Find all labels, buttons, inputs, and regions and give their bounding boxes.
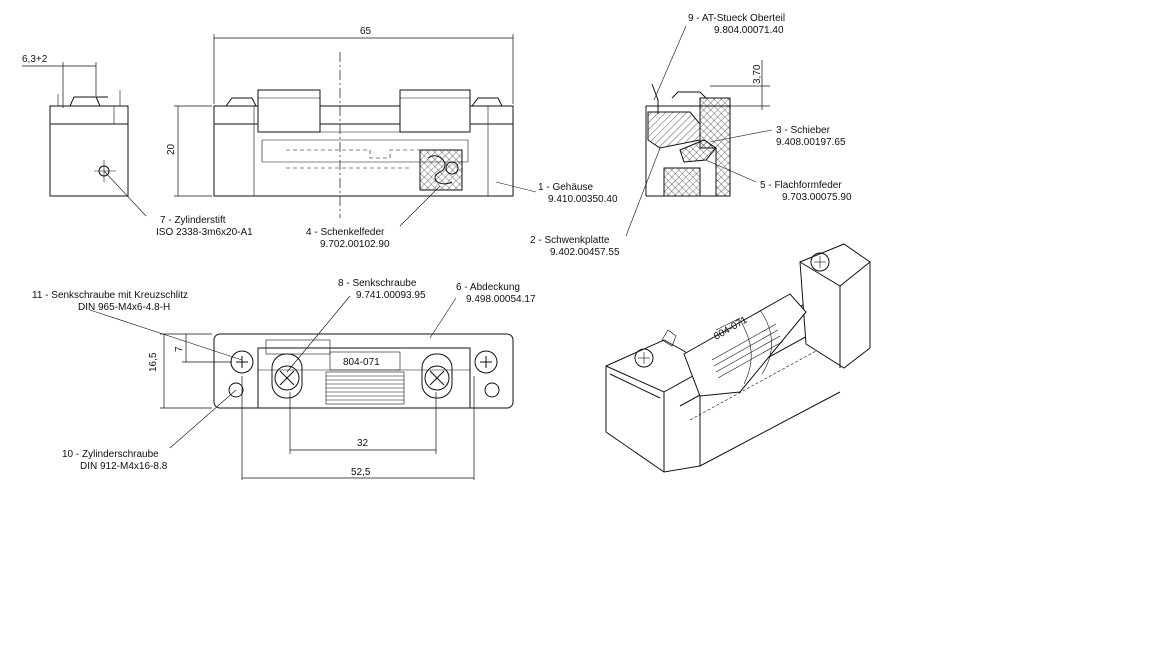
part-labels: 1 - Gehäuse 9.410.00350.40 2 - Schwenkpl… (32, 13, 852, 472)
part-1-name: 1 - Gehäuse (538, 182, 593, 193)
part-6-code: 9.498.00054.17 (466, 294, 536, 305)
part-8-code: 9.741.00093.95 (356, 290, 426, 301)
plate-label: 804-071 (343, 357, 380, 368)
part-4-name: 4 - Schenkelfeder (306, 227, 385, 238)
dim-side-offset: 6,3+2 (22, 54, 48, 65)
part-3-code: 9.408.00197.65 (776, 137, 846, 148)
part-10-code: DIN 912-M4x16-8.8 (80, 461, 168, 472)
dim-hole-spacing: 52,5 (351, 467, 371, 478)
part-5-code: 9.703.00075.90 (782, 192, 852, 203)
ribbed-area (325, 371, 405, 405)
part-1-code: 9.410.00350.40 (548, 194, 618, 205)
cylinder-hole-right (484, 382, 500, 398)
section-view (625, 25, 773, 237)
slot-screw-right-icon (421, 353, 453, 399)
dim-width-total: 65 (360, 26, 372, 37)
side-view (22, 62, 147, 217)
leg-spring (419, 149, 463, 191)
part-4-code: 9.702.00102.90 (320, 239, 390, 250)
part-9-code: 9.804.00071.40 (714, 25, 784, 36)
dim-screw-spacing: 32 (357, 438, 369, 449)
part-6-name: 6 - Abdeckung (456, 282, 520, 293)
dim-plan-offset: 7 (174, 346, 185, 352)
slot-screw-left-icon (271, 353, 303, 399)
part-7-code: ISO 2338-3m6x20-A1 (156, 227, 253, 238)
part-7-name: 7 - Zylinderstift (160, 215, 226, 226)
dim-height: 20 (166, 143, 177, 155)
part-11-name: 11 - Senkschraube mit Kreuzschlitz (32, 290, 188, 301)
part-2-code: 9.402.00457.55 (550, 247, 620, 258)
part-8-name: 8 - Senkschraube (338, 278, 417, 289)
cross-screw-right-icon (474, 350, 498, 374)
part-10-name: 10 - Zylinderschraube (62, 449, 159, 460)
part-5-name: 5 - Flachformfeder (760, 180, 842, 191)
cross-screw-left-icon (230, 350, 254, 374)
dim-plan-height: 16,5 (148, 352, 159, 372)
part-11-code: DIN 965-M4x6-4.8-H (78, 302, 170, 313)
dim-top-offset: 3,70 (752, 64, 763, 84)
part-3-name: 3 - Schieber (776, 125, 831, 136)
part-2-name: 2 - Schwenkplatte (530, 235, 610, 246)
part-9-name: 9 - AT-Stueck Oberteil (688, 13, 785, 24)
isometric-view (605, 243, 871, 473)
cylinder-hole-left (228, 382, 244, 398)
front-view (174, 34, 537, 227)
plan-view (89, 295, 514, 480)
